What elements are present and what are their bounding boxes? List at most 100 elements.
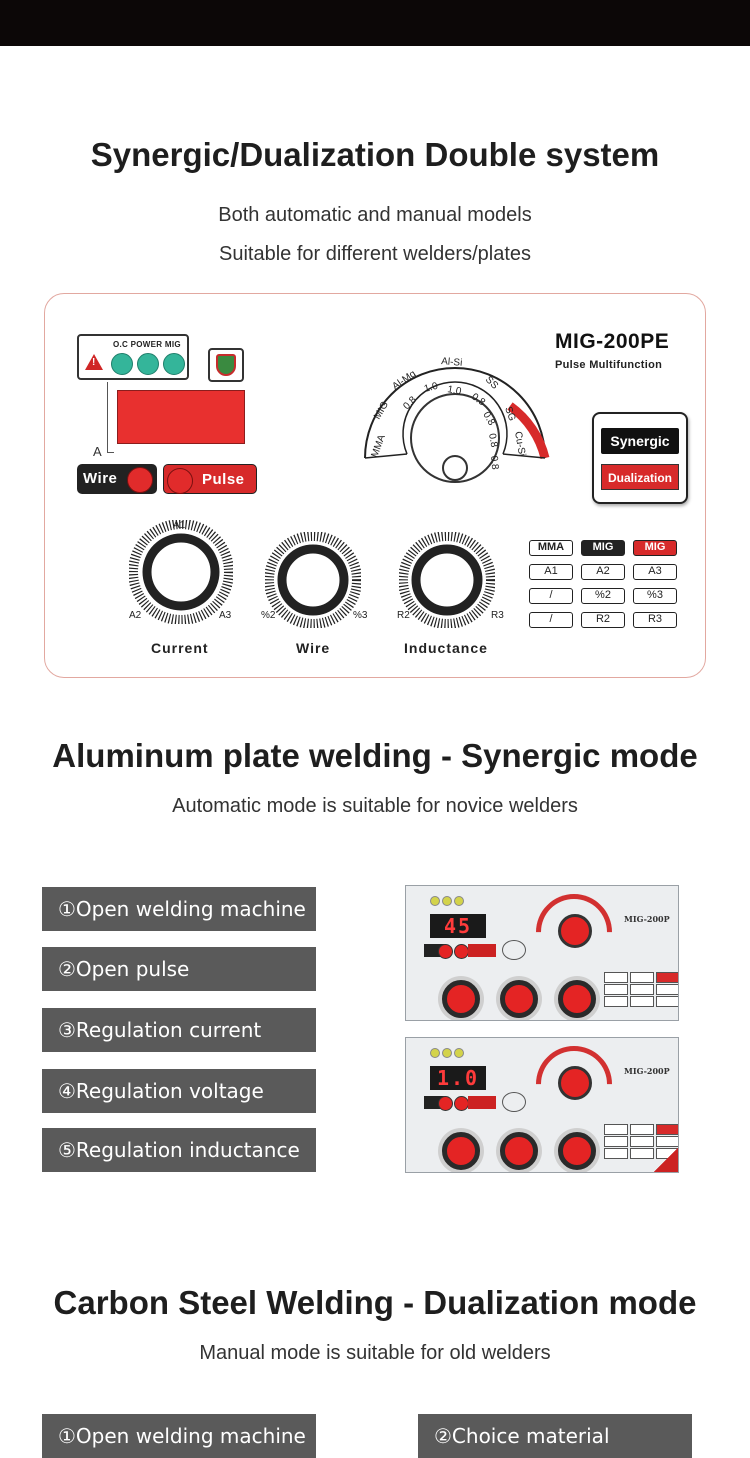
grid-cell: R3 xyxy=(633,612,677,628)
photo-led xyxy=(454,1048,464,1058)
photo-led xyxy=(430,1048,440,1058)
pulse-button[interactable]: Pulse xyxy=(163,464,257,494)
photo-cell xyxy=(656,1124,678,1135)
wire-knob-label: Wire xyxy=(296,640,331,656)
step-item: ①Open welding machine xyxy=(42,1414,316,1458)
photo-cell xyxy=(630,1148,654,1159)
inductance-knob[interactable] xyxy=(399,532,495,628)
step-item: ②Choice material xyxy=(418,1414,692,1458)
digital-display xyxy=(117,390,245,444)
current-top-mark: A1 xyxy=(173,520,186,531)
step-item: ①Open welding machine xyxy=(42,887,316,931)
dial-label-mig: MIG xyxy=(372,399,391,421)
dial-label-cusi: Cu-Si xyxy=(512,431,527,458)
dial-label-almg: Al-Mg xyxy=(390,368,418,392)
indicator-box: O.C POWER MIG xyxy=(77,334,189,380)
mode-dualization-button[interactable]: Dualization xyxy=(601,464,679,490)
photo-display: 45 xyxy=(430,914,486,938)
dial-label-mma: MMA xyxy=(369,433,387,459)
photo-button xyxy=(438,1096,453,1111)
photo-led xyxy=(430,896,440,906)
photo-button-bar xyxy=(468,944,496,957)
grid-cell: MMA xyxy=(529,540,573,556)
current-left-mark: A2 xyxy=(129,610,142,621)
current-knob-label: Current xyxy=(151,640,209,656)
dial-label-10b: 1.0 xyxy=(446,384,462,397)
grid-cell: %2 xyxy=(581,588,625,604)
photo-cell xyxy=(604,1124,628,1135)
section2-subtitle: Automatic mode is suitable for novice we… xyxy=(172,795,578,817)
photo-cell xyxy=(656,996,678,1007)
current-knob[interactable] xyxy=(129,520,233,624)
photo-cell xyxy=(656,1136,678,1147)
dial-label-10a: 1.0 xyxy=(423,381,440,395)
dial-label-sg: SG xyxy=(502,405,517,423)
wire-knob[interactable] xyxy=(265,532,361,628)
pulse-button-label: Pulse xyxy=(202,471,245,488)
section1-subtitle-2: Suitable for different welders/plates xyxy=(218,243,532,265)
indicator-title: O.C POWER MIG xyxy=(113,340,181,349)
wire-button[interactable]: Wire xyxy=(77,464,157,494)
mode-selector[interactable]: Synergic Dualization xyxy=(592,412,688,504)
photo-knob xyxy=(500,980,538,1018)
led-mig xyxy=(163,353,185,375)
dial-label-alsi: Al-Si xyxy=(441,356,463,369)
model-name: MIG-200PE xyxy=(555,330,670,353)
wire-button-label: Wire xyxy=(83,470,118,487)
dial-label-08e: 0.8 xyxy=(488,455,500,470)
inductance-left-mark: R2 xyxy=(397,610,410,621)
grid-cell: MIG xyxy=(633,540,677,556)
photo-model: MIG-200P xyxy=(624,914,670,924)
photo-cell xyxy=(630,1136,654,1147)
machine-photo-1: 45 MIG-200P xyxy=(405,885,679,1021)
dial-label-ss: SS xyxy=(483,374,500,391)
photo-knob xyxy=(442,1132,480,1170)
led-power xyxy=(137,353,159,375)
photo-display: 1.0 xyxy=(430,1066,486,1090)
photo-button-bar xyxy=(468,1096,496,1109)
photo-knob xyxy=(500,1132,538,1170)
grid-cell: A2 xyxy=(581,564,625,580)
photo-cell xyxy=(604,984,628,995)
grid-cell: %3 xyxy=(633,588,677,604)
photo-knob xyxy=(558,1132,596,1170)
welder-front-panel: O.C POWER MIG A Wire Pulse MMA MIG Al-Mg… xyxy=(44,293,706,678)
shield-icon xyxy=(208,348,244,382)
photo-led xyxy=(442,1048,452,1058)
section1-title: Synergic/Dualization Double system xyxy=(90,136,660,173)
dial-label-08d: 0.8 xyxy=(486,433,499,449)
grid-cell: R2 xyxy=(581,612,625,628)
top-banner xyxy=(0,0,750,46)
photo-button xyxy=(454,1096,469,1111)
wire-right-mark: %3 xyxy=(353,610,368,621)
dial-label-08a: 0.8 xyxy=(401,394,419,412)
photo-model: MIG-200P xyxy=(624,1066,670,1076)
photo-selector-knob xyxy=(558,914,592,948)
photo-led xyxy=(442,896,452,906)
photo-cell xyxy=(630,1124,654,1135)
photo-cell xyxy=(656,972,678,983)
material-selector-dial[interactable]: MMA MIG Al-Mg 0.8 1.0 Al-Si 1.0 0.8 SS 0… xyxy=(355,346,555,486)
mode-synergic-button[interactable]: Synergic xyxy=(601,428,679,454)
grid-cell: A3 xyxy=(633,564,677,580)
pulse-button-indicator xyxy=(167,468,193,494)
photo-cell xyxy=(630,996,654,1007)
inductance-right-mark: R3 xyxy=(491,610,504,621)
warning-icon xyxy=(85,354,103,370)
photo-logo-icon xyxy=(502,940,526,960)
led-oc xyxy=(111,353,133,375)
step-item: ③Regulation current xyxy=(42,1008,316,1052)
photo-button xyxy=(438,944,453,959)
photo-led xyxy=(454,896,464,906)
current-right-mark: A3 xyxy=(219,610,232,621)
step-item: ⑤Regulation inductance xyxy=(42,1128,316,1172)
step-item: ②Open pulse xyxy=(42,947,316,991)
wire-button-indicator xyxy=(127,467,153,493)
grid-cell: A1 xyxy=(529,564,573,580)
grid-cell: / xyxy=(529,612,573,628)
inductance-knob-label: Inductance xyxy=(404,640,488,656)
section3-subtitle: Manual mode is suitable for old welders xyxy=(199,1342,551,1364)
photo-cell xyxy=(656,984,678,995)
model-subtitle: Pulse Multifunction xyxy=(555,359,663,371)
photo-knob xyxy=(442,980,480,1018)
